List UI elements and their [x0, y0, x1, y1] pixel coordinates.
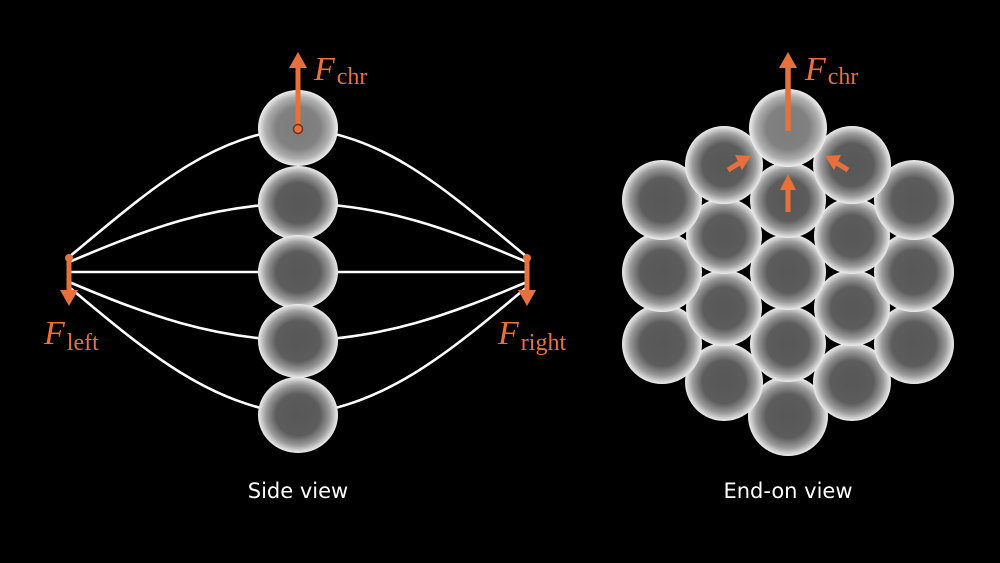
right-force-label: Fright — [497, 315, 566, 356]
bead — [874, 304, 954, 384]
contact-arrows — [726, 155, 850, 212]
bead — [622, 232, 702, 312]
bead — [750, 234, 826, 310]
end-on-view: Fchr — [622, 51, 954, 456]
left-pole-arrow — [60, 254, 78, 306]
side-chr-label: Fchr — [313, 51, 367, 90]
end-on-beads — [622, 89, 954, 456]
end-on-view-caption: End-on view — [723, 479, 853, 503]
side-view-caption: Side view — [247, 479, 349, 503]
bead — [258, 166, 338, 240]
bead — [813, 343, 891, 421]
side-chr-arrow — [289, 52, 307, 135]
side-view: Fchr Fleft Fright — [43, 51, 566, 453]
bead — [874, 232, 954, 312]
contact-arrow-bottom — [780, 174, 796, 212]
end-chr-arrow — [779, 52, 797, 131]
bead — [748, 376, 828, 456]
contact-arrow-left — [726, 155, 751, 173]
bead — [258, 304, 338, 378]
bead — [814, 198, 890, 274]
bead — [686, 198, 762, 274]
right-pole-arrow — [518, 254, 536, 306]
bead — [813, 126, 891, 204]
contact-arrow-right — [825, 155, 850, 173]
bead — [258, 377, 338, 453]
end-chr-label: Fchr — [804, 51, 858, 90]
bead — [622, 304, 702, 384]
left-force-label: Fleft — [43, 315, 99, 356]
bead — [258, 235, 338, 309]
side-view-beads — [258, 90, 338, 453]
bead — [750, 306, 826, 382]
bead — [622, 160, 702, 240]
bead — [686, 270, 762, 346]
bead — [874, 160, 954, 240]
bead — [685, 126, 763, 204]
bead — [814, 270, 890, 346]
bead — [685, 343, 763, 421]
